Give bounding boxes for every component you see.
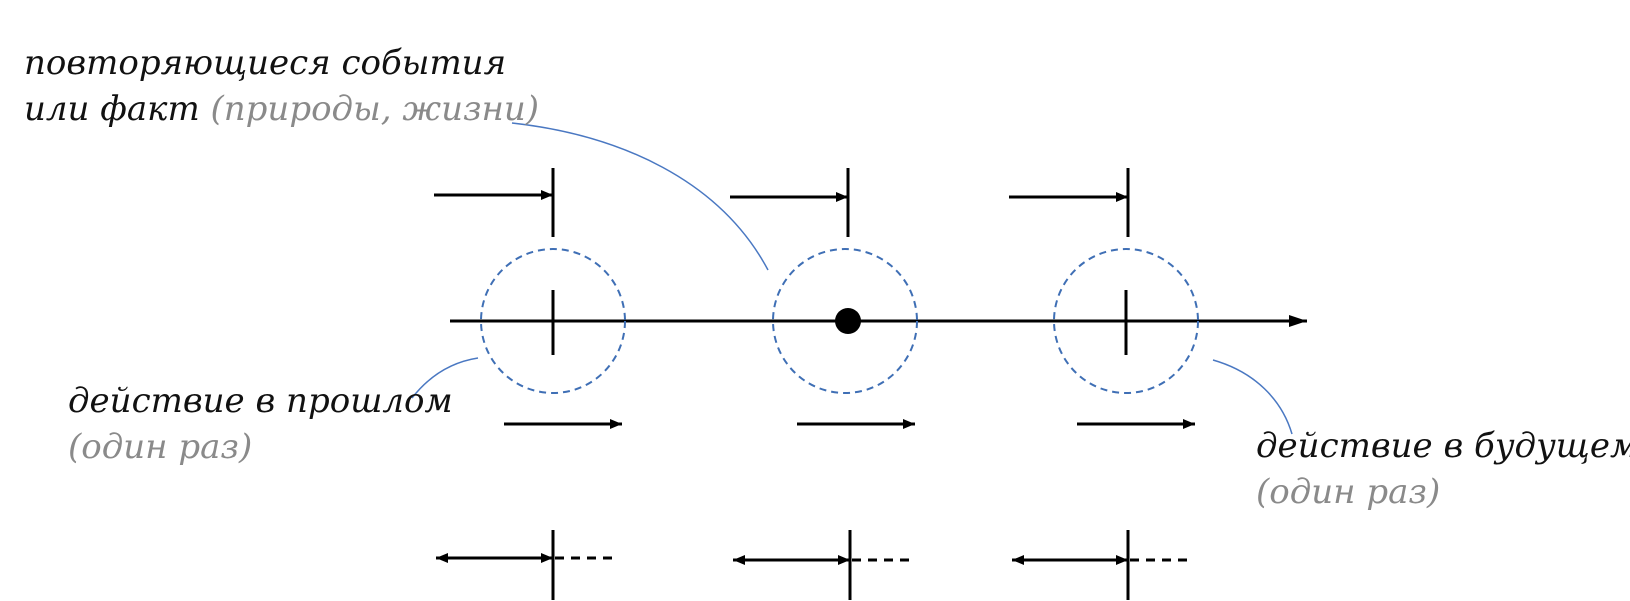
label-future-line1: действие в будущем xyxy=(1256,426,1630,466)
label-past-note: (один раз) xyxy=(68,427,253,467)
label-repeated-line1: повторяющиеся события xyxy=(24,43,507,83)
label-repeated-line2: или факт (природы, жизни) xyxy=(24,86,539,132)
label-repeated-note: (природы, жизни) xyxy=(210,89,540,129)
label-repeated-events: повторяющиеся события или факт (природы,… xyxy=(24,40,539,132)
label-past-line1: действие в прошлом xyxy=(68,381,453,421)
label-future-note: (один раз) xyxy=(1256,472,1441,512)
leader-line-repeat xyxy=(511,122,769,271)
present-circle xyxy=(772,248,918,394)
past-circle xyxy=(480,248,626,394)
label-past-action: действие в прошлом (один раз) xyxy=(68,378,453,470)
label-repeated-main: или факт xyxy=(24,89,200,129)
leader-line-past xyxy=(411,357,479,399)
leader-line-future xyxy=(1212,359,1293,435)
future-circle xyxy=(1053,248,1199,394)
present-dot xyxy=(835,308,861,334)
label-future-action: действие в будущем (один раз) xyxy=(1256,423,1630,515)
